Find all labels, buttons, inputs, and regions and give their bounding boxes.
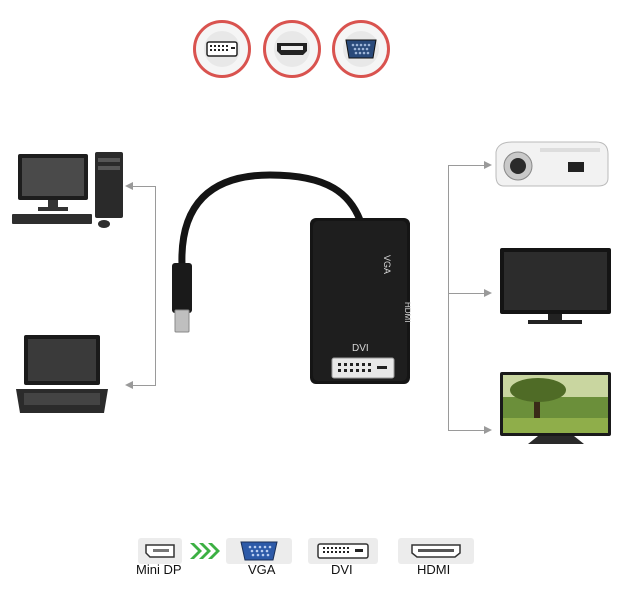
projector-arrow-icon: [484, 161, 492, 169]
legend-minidp-label: Mini DP: [136, 562, 182, 577]
legend-dvi-port: [308, 538, 378, 564]
legend-vga-icon: [240, 541, 278, 561]
green-arrows-icon: [188, 541, 220, 566]
tv-image: [500, 372, 611, 444]
tv-connector-line: [448, 430, 484, 431]
desktop-arrow-icon: [125, 182, 133, 190]
vga-port-badge: [332, 20, 390, 78]
dvi-port-icon: [206, 41, 238, 57]
vga-port-icon: [345, 39, 377, 59]
adapter-hdmi-label: HDMI: [403, 302, 412, 323]
legend-vga-port: [226, 538, 292, 564]
legend-minidp-port: [138, 538, 182, 564]
monitor-connector-line: [448, 293, 484, 294]
minidp-port-icon: [145, 544, 175, 558]
desktop-connector-line: [131, 186, 156, 187]
right-bracket-line: [448, 165, 449, 430]
monitor-arrow-icon: [484, 289, 492, 297]
legend-hdmi-label: HDMI: [417, 562, 451, 577]
adapter-vga-label: VGA: [382, 255, 392, 275]
legend-vga-label: VGA: [248, 562, 276, 577]
laptop-image: [16, 335, 108, 413]
monitor-image: [500, 248, 611, 324]
left-bracket-line: [155, 186, 156, 386]
adapter-cable-image: [172, 171, 410, 384]
laptop-arrow-icon: [125, 381, 133, 389]
desktop-computer-image: [12, 152, 123, 228]
adapter-dvi-label: DVI: [352, 343, 369, 354]
legend-hdmi-icon: [411, 544, 461, 558]
legend-hdmi-port: [398, 538, 474, 564]
laptop-connector-line: [131, 385, 156, 386]
hdmi-port-badge: [263, 20, 321, 78]
projector-image: [495, 141, 609, 187]
hdmi-port-icon: [277, 43, 307, 55]
legend-dvi-label: DVI: [331, 562, 353, 577]
legend-dvi-icon: [317, 543, 369, 559]
dvi-port-badge: [193, 20, 251, 78]
projector-connector-line: [448, 165, 484, 166]
tv-arrow-icon: [484, 426, 492, 434]
